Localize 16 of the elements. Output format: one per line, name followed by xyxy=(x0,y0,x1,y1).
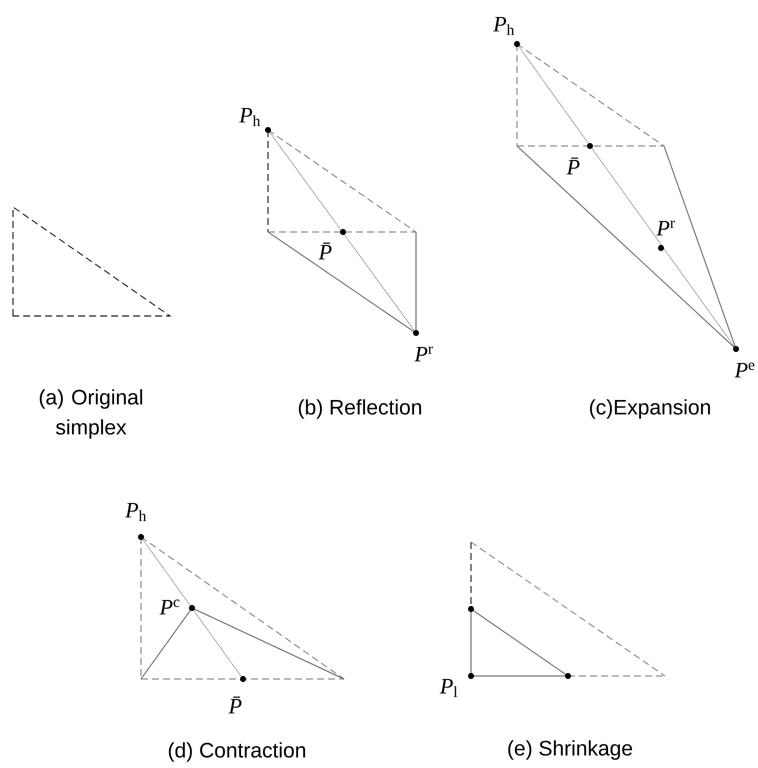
point-label: P$^{r}$ xyxy=(656,220,675,236)
caption: (e) Shrinkage xyxy=(508,740,632,760)
point-label: P̄ xyxy=(228,696,242,714)
point-label: P̄ xyxy=(566,158,580,174)
point-label: P$_{h}$ xyxy=(125,503,146,521)
caption: (c)Expansion xyxy=(590,399,710,419)
point-label: P$^{r}$ xyxy=(414,346,433,362)
caption: (d) Contraction xyxy=(168,742,306,762)
point-label: P$^{c}$ xyxy=(160,600,180,614)
point-label: P$^{e}$ xyxy=(734,362,754,378)
point-label: P̄ xyxy=(318,242,332,260)
point-label: P$_{l}$ xyxy=(440,679,458,697)
point-label: P$_{h}$ xyxy=(493,17,514,35)
point-label: P$_{h}$ xyxy=(239,108,260,126)
caption: (b) Reflection xyxy=(298,399,422,419)
caption: (a) Original simplex xyxy=(40,389,142,439)
